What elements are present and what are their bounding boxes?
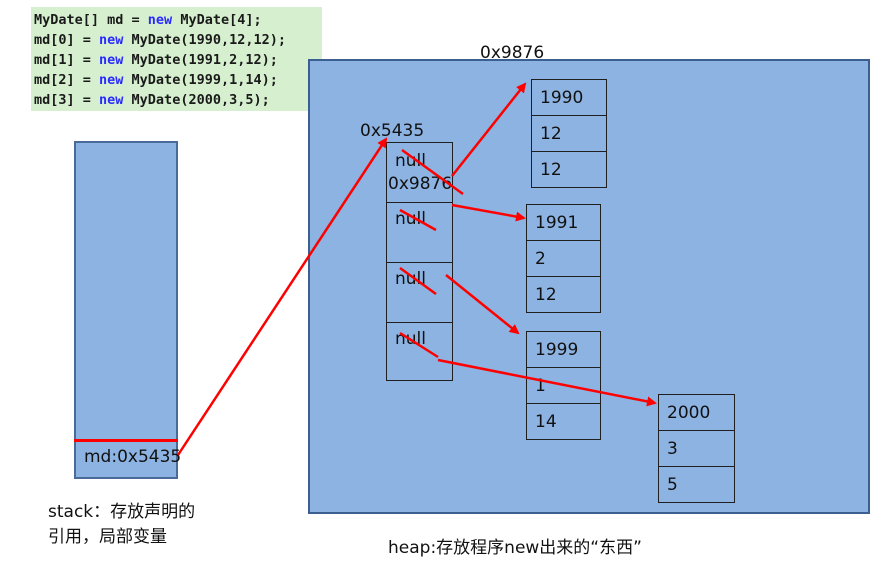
date-object-0-day: 12 (540, 159, 562, 180)
heap-caption: heap:存放程序new出来的“东西” (388, 538, 642, 558)
arrow-slot0-to-object0 (451, 82, 527, 177)
date-object-3-field: 3 (658, 430, 735, 467)
slot3-strike (399, 331, 439, 359)
code-line: md[2] = new MyDate(1999,1,14); (34, 70, 322, 90)
date-object-3-month: 3 (667, 438, 678, 459)
array-slot-2: null (386, 262, 453, 323)
date-object-3-day: 5 (667, 474, 678, 495)
stack-ref-label: md:0x5435 (84, 447, 182, 467)
date-object-1-field: 1991 (526, 204, 601, 241)
stack-caption-line2: 引用，局部变量 (48, 527, 167, 547)
array-slot-0-label: null (395, 151, 426, 171)
code-line: md[1] = new MyDate(1991,2,12); (34, 50, 322, 70)
date-object-3-year: 2000 (667, 402, 711, 423)
arrow-slot1-to-object1 (451, 203, 526, 222)
code-text: md[0] = (34, 32, 100, 48)
array-slot-0: null (386, 142, 453, 203)
array-address-label: 0x5435 (360, 121, 425, 141)
date-object-1-month: 2 (535, 248, 546, 269)
code-snippet: MyDate[] md = new MyDate[4];md[0] = new … (31, 7, 322, 111)
code-text: MyDate(1990,12,12); (123, 32, 286, 48)
date-object-2-year: 1999 (535, 339, 579, 360)
arrow-stack-to-array (176, 137, 388, 456)
date-object-1-field: 12 (526, 276, 601, 313)
code-text: MyDate(1999,1,14); (123, 72, 278, 88)
slot2-strike (399, 266, 437, 296)
date-object-2-field: 14 (526, 403, 601, 440)
code-line: md[3] = new MyDate(2000,3,5); (34, 90, 322, 110)
date-object-2-month: 1 (535, 375, 546, 396)
date-object-1-year: 1991 (535, 212, 579, 233)
code-text: MyDate[4]; (172, 12, 262, 28)
date-object-3-field: 2000 (658, 394, 735, 431)
code-text: md[3] = (34, 92, 100, 108)
slot0-strike (401, 148, 464, 196)
array-slot-2-label: null (395, 269, 426, 289)
date-object-1-field: 2 (526, 240, 601, 277)
array-slot-1-label: null (395, 209, 426, 229)
date-object-0-field: 1990 (531, 79, 607, 116)
code-keyword: new (99, 52, 124, 68)
code-keyword: new (99, 32, 124, 48)
code-text: MyDate[] md = (34, 12, 148, 28)
object0-address-label: 0x9876 (480, 43, 545, 63)
arrow-slot2-to-object2 (445, 274, 520, 335)
slot0-new-value: 0x9876 (388, 174, 453, 194)
slot1-strike (399, 208, 437, 232)
date-object-0-year: 1990 (540, 87, 584, 108)
date-object-0-month: 12 (540, 123, 562, 144)
stack-region: md:0x5435 (74, 141, 182, 479)
date-object-1-day: 12 (535, 284, 557, 305)
code-keyword: new (99, 72, 124, 88)
code-line: md[0] = new MyDate(1990,12,12); (34, 30, 322, 50)
code-keyword: new (147, 12, 173, 28)
code-text: MyDate(1991,2,12); (123, 52, 278, 68)
code-text: MyDate(2000,3,5); (123, 92, 270, 108)
stack-caption-line1: stack：存放声明的 (48, 502, 196, 522)
arrow-slot3-to-object3 (437, 358, 657, 407)
code-keyword: new (99, 92, 124, 108)
code-text: md[1] = (34, 52, 100, 68)
date-object-2-day: 14 (535, 411, 557, 432)
array-slot-1: null (386, 202, 453, 263)
stack-ref-divider (74, 439, 178, 442)
date-object-3-field: 5 (658, 466, 735, 503)
date-object-0-field: 12 (531, 151, 607, 188)
code-text: md[2] = (34, 72, 100, 88)
date-object-0-field: 12 (531, 115, 607, 152)
code-line: MyDate[] md = new MyDate[4]; (34, 10, 322, 30)
